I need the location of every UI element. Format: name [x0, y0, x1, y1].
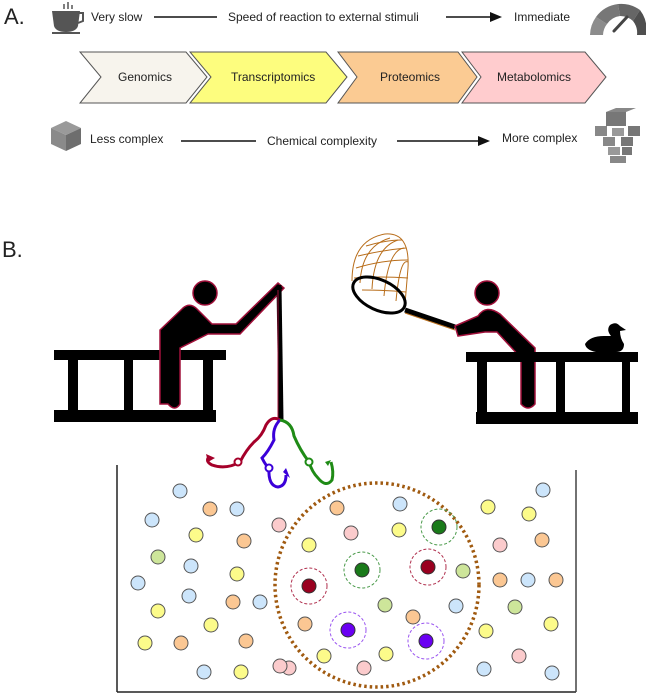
molecule-blue	[520, 572, 536, 588]
molecule-green	[455, 563, 471, 579]
molecule-blue	[144, 512, 160, 528]
complexity-left-label: Less complex	[90, 132, 164, 146]
molecule-yellow	[521, 506, 537, 522]
speed-center-label: Speed of reaction to external stimuli	[228, 10, 419, 24]
molecule-yellow	[203, 617, 219, 633]
complexity-axis-arrowhead	[478, 136, 490, 146]
molecule-orange	[202, 501, 218, 517]
complexity-right-label: More complex	[502, 131, 578, 145]
molecule-yellow	[137, 635, 153, 651]
target-ring-red	[409, 548, 447, 586]
molecule-blue	[229, 501, 245, 517]
molecule-green	[507, 599, 523, 615]
molecule-yellow	[378, 646, 394, 662]
molecule-pink	[356, 660, 372, 676]
right-pier	[466, 352, 638, 424]
speed-axis-arrowhead	[490, 12, 502, 22]
coffee-cup-icon	[52, 2, 84, 34]
target-ring-green	[343, 551, 381, 589]
complexity-center-label: Chemical complexity	[267, 134, 378, 148]
duck-icon	[585, 323, 626, 352]
single-cube-icon	[51, 121, 81, 151]
omics-chevron-metabolomics	[460, 51, 607, 104]
target-molecule-red	[420, 559, 436, 575]
molecule-yellow	[188, 527, 204, 543]
target-molecule-purple	[340, 622, 356, 638]
speed-right-label: Immediate	[514, 10, 571, 24]
molecule-pink	[271, 517, 287, 533]
molecule-orange	[297, 616, 313, 632]
molecule-blue	[448, 598, 464, 614]
molecule-yellow	[316, 648, 332, 664]
molecule-green	[377, 597, 393, 613]
molecule-pink	[343, 525, 359, 541]
molecule-orange	[173, 635, 189, 651]
omics-label-metabolomics: Metabolomics	[497, 70, 572, 84]
molecule-blue	[196, 664, 212, 680]
sample-container	[116, 465, 577, 693]
omics-chevron-proteomics	[336, 51, 478, 104]
molecule-yellow	[391, 522, 407, 538]
molecule-orange	[238, 633, 254, 649]
cube-cluster-icon	[595, 108, 640, 163]
molecule-blue	[172, 483, 188, 499]
target-molecule-green	[354, 562, 370, 578]
person-fishing-with-rod-icon	[159, 280, 286, 421]
molecule-blue	[252, 594, 268, 610]
molecule-pink	[492, 537, 508, 553]
fishing-hook-green	[279, 418, 335, 485]
molecule-orange	[225, 594, 241, 610]
speed-left-label: Very slow	[91, 10, 143, 24]
molecule-yellow	[480, 499, 496, 515]
omics-chevron-genomics	[78, 51, 208, 104]
target-ring-purple	[407, 622, 445, 660]
omics-label-genomics: Genomics	[118, 70, 173, 84]
target-molecule-green	[431, 519, 447, 535]
molecule-pink	[511, 648, 527, 664]
molecule-blue	[476, 661, 492, 677]
target-molecule-red	[301, 578, 317, 594]
molecule-yellow	[150, 603, 166, 619]
molecule-orange	[405, 609, 421, 625]
omics-chevron-transcriptomics	[188, 51, 348, 104]
speedometer-gauge-icon	[590, 3, 646, 35]
fishing-hook-red	[206, 416, 281, 469]
panel-a-label: A.	[4, 4, 25, 29]
target-ring-purple	[329, 611, 367, 649]
panel-b-label: B.	[2, 237, 23, 262]
molecule-blue	[544, 665, 560, 681]
target-molecule-purple	[418, 633, 434, 649]
target-ring-red	[290, 567, 328, 605]
molecule-yellow	[233, 664, 249, 680]
molecule-blue	[181, 588, 197, 604]
molecule-yellow	[478, 623, 494, 639]
omics-label-proteomics: Proteomics	[380, 70, 441, 84]
molecule-green	[150, 549, 166, 565]
molecule-blue	[183, 558, 199, 574]
molecule-blue	[535, 482, 551, 498]
molecule-orange	[492, 572, 508, 588]
molecule-orange	[548, 572, 564, 588]
capture-zone-circle	[273, 481, 481, 689]
net-mesh	[351, 233, 409, 305]
target-ring-green	[420, 508, 458, 546]
fishing-hook-blue	[260, 418, 290, 489]
target-molecule-layer	[290, 508, 458, 660]
molecule-blue	[392, 496, 408, 512]
molecule-yellow	[301, 537, 317, 553]
molecule-yellow	[229, 566, 245, 582]
molecule-layer	[130, 482, 564, 681]
molecule-orange	[236, 533, 252, 549]
molecule-pink	[272, 658, 288, 674]
molecule-orange	[534, 532, 550, 548]
person-with-net-icon	[351, 233, 536, 409]
molecule-yellow	[543, 616, 559, 632]
molecule-orange	[329, 500, 345, 516]
molecule-blue	[130, 575, 146, 591]
left-pier	[54, 350, 226, 422]
omics-label-transcriptomics: Transcriptomics	[231, 70, 316, 84]
